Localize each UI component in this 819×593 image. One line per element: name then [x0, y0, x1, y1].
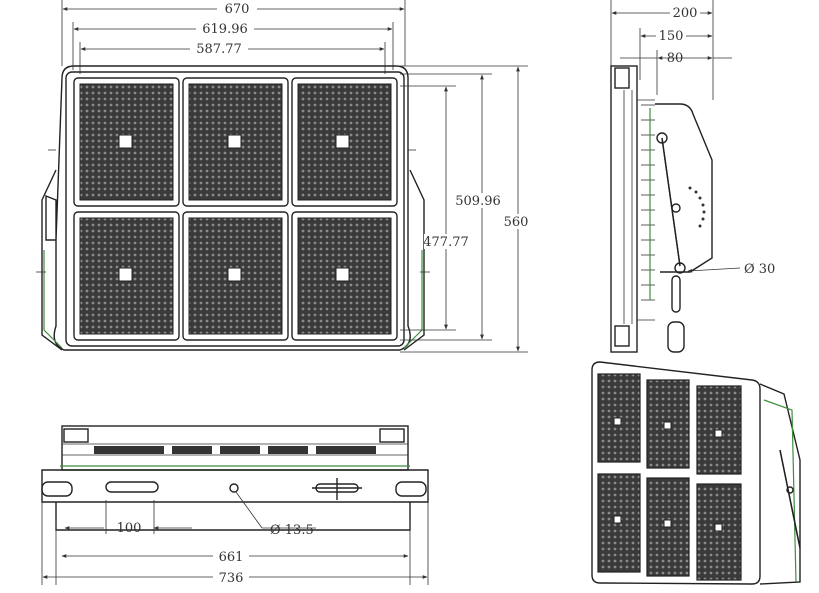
side-depth-total-label: 200	[673, 6, 698, 21]
front-height-mid-label: 509.96	[455, 194, 501, 209]
bottom-width-mid-label: 661	[219, 550, 244, 565]
front-height-inner-label: 477.77	[423, 235, 469, 250]
side-view: 200 150 80	[610, 0, 775, 353]
side-hole-diameter-label: Ø 30	[744, 262, 775, 277]
bottom-slot-width-label: 100	[117, 521, 142, 536]
led-module-grid	[73, 77, 398, 341]
bottom-view: 100 Ø 13.5 661 736	[41, 425, 429, 586]
bottom-hole-diameter-label: Ø 13.5	[270, 523, 314, 538]
front-height-total-label: 560	[504, 215, 529, 230]
front-width-inner-label: 587.77	[196, 42, 242, 57]
side-depth-mid-label: 150	[659, 29, 684, 44]
angle-scale	[688, 186, 706, 228]
iso-led-modules	[597, 373, 742, 581]
heatsink-fins	[641, 104, 655, 301]
side-depth-inner-label: 80	[667, 51, 684, 66]
front-view: 670 619.96 587.77	[36, 0, 530, 353]
isometric-view	[591, 361, 801, 585]
front-width-total-label: 670	[225, 2, 250, 17]
front-width-mid-label: 619.96	[202, 22, 248, 37]
bottom-fins	[94, 446, 376, 454]
bottom-width-total-label: 736	[219, 571, 244, 586]
front-height-dims	[400, 65, 528, 353]
